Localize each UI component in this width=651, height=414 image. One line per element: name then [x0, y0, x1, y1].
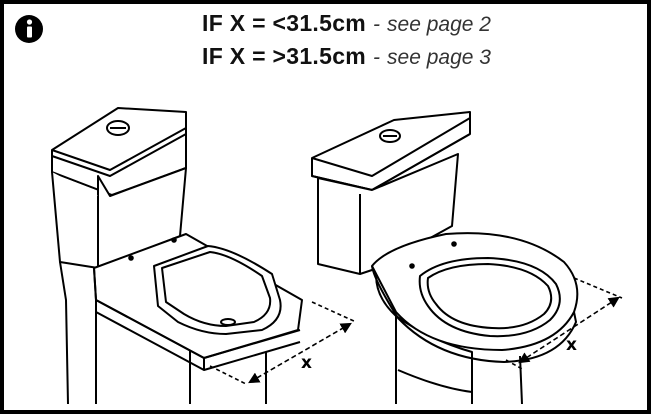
- info-icon: [15, 15, 43, 43]
- page-reference-2: see page 2: [387, 13, 491, 36]
- heading-line-1: IF X = <31.5cm - see page 2: [21, 10, 651, 38]
- page-reference-3: see page 3: [387, 46, 491, 69]
- condition-large: IF X = >31.5cm: [202, 43, 367, 69]
- condition-small: IF X = <31.5cm: [202, 10, 367, 36]
- separator: -: [373, 46, 381, 69]
- separator: -: [373, 13, 381, 36]
- heading-line-2: IF X = >31.5cm - see page 3: [21, 43, 651, 71]
